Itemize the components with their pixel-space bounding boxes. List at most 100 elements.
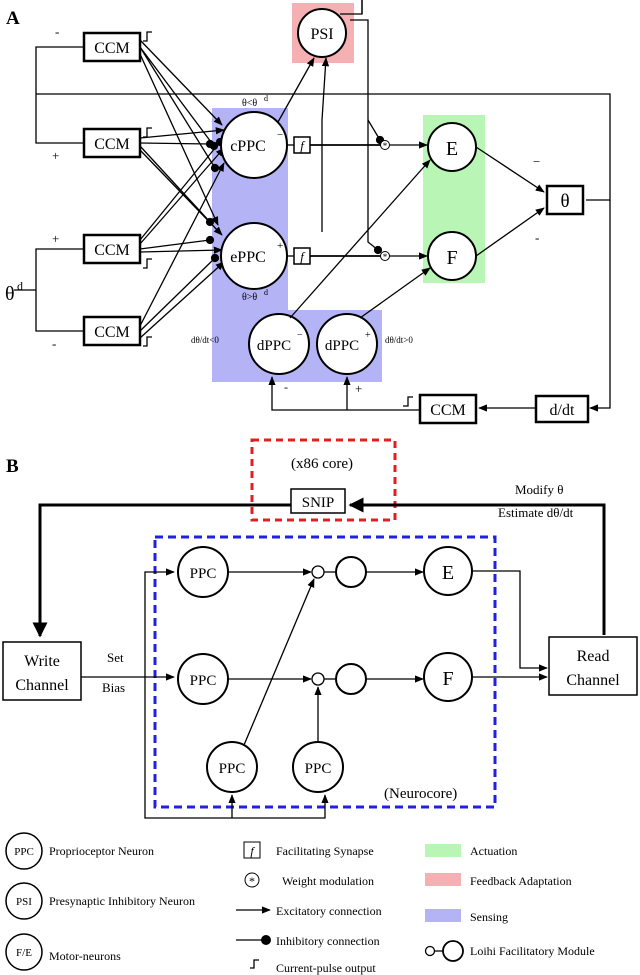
svg-text:Loihi Facilitatory Module: Loihi Facilitatory Module: [470, 944, 595, 958]
psi-to-modulation-top: [367, 119, 385, 145]
loihi-module-top: [311, 556, 367, 588]
write-to-ppc-bottom: [144, 677, 329, 819]
x86-label: (x86 core): [291, 456, 353, 472]
dppc-minus-neuron: dPPC −: [248, 313, 310, 375]
f-neuron-b: F: [423, 652, 473, 702]
svg-text:Facilitating Synapse: Facilitating Synapse: [276, 844, 374, 858]
svg-text:θ<θ: θ<θ: [242, 98, 257, 109]
write-channel-box: Write Channel: [2, 641, 82, 701]
dtheta-neg-label: dθ/dt<0: [191, 335, 219, 345]
svg-text:Weight modulation: Weight modulation: [282, 874, 374, 888]
f-to-theta: [475, 207, 545, 257]
svg-text:CCM: CCM: [94, 242, 130, 259]
svg-text:F: F: [446, 247, 457, 269]
svg-text:d: d: [17, 279, 23, 293]
legend-feedback: Feedback Adaptation: [425, 873, 572, 888]
f-neuron: F: [427, 231, 477, 281]
cppc-to-psi: [277, 57, 315, 123]
dppc-plus-neuron: dPPC +: [316, 313, 378, 375]
dppc-sign-plus: +: [355, 381, 362, 396]
svg-text:θ: θ: [560, 191, 569, 212]
svg-text:Channel: Channel: [566, 672, 620, 689]
estimate-label: Estimate dθ/dt: [498, 505, 574, 520]
svg-text:PPC: PPC: [14, 846, 34, 858]
ppc-neuron-bottom-right: PPC: [292, 741, 344, 793]
legend-ppc: PPC Proprioceptor Neuron: [5, 832, 154, 870]
svg-text:Inhibitory connection: Inhibitory connection: [276, 934, 380, 948]
legend-sensing: Sensing: [425, 909, 508, 924]
set-label: Set: [107, 650, 124, 665]
svg-text:PPC: PPC: [219, 761, 246, 777]
sign-plus-1: +: [52, 148, 59, 163]
snip-to-write: [32, 503, 291, 638]
svg-text:f: f: [300, 249, 306, 264]
ppc-neuron-bottom-left: PPC: [206, 741, 258, 793]
bias-label: Bias: [102, 680, 125, 695]
write-to-ppc-top: [144, 568, 175, 677]
condition-bottom-label: θ>θ d: [242, 288, 268, 303]
read-to-snip: [348, 497, 606, 635]
legend-actuation: Actuation: [425, 844, 517, 858]
ccm-connections: [139, 39, 225, 339]
svg-text:PPC: PPC: [190, 566, 217, 582]
ccm-input-top: [35, 46, 84, 144]
legend: PPC Proprioceptor Neuron PSI Presynaptic…: [5, 832, 595, 975]
sign-minus-2: -: [52, 336, 56, 351]
panel-b-label: B: [6, 456, 19, 477]
svg-text:Write: Write: [24, 653, 60, 670]
svg-text:cPPC: cPPC: [230, 138, 266, 155]
theta-sign-dash: -: [535, 230, 539, 245]
sign-minus-1: -: [55, 24, 59, 39]
sign-plus-2: +: [52, 231, 59, 246]
svg-text:−: −: [277, 129, 283, 141]
psi-to-modulation: [350, 19, 383, 255]
condition-top-label: θ<θ d: [242, 94, 268, 109]
svg-text:Sensing: Sensing: [470, 910, 508, 924]
svg-text:Read: Read: [577, 648, 610, 665]
ccm-box-1: CCM: [82, 31, 142, 63]
read-channel-box: Read Channel: [548, 636, 638, 696]
psi-neuron: PSI: [297, 8, 347, 58]
svg-text:CCM: CCM: [94, 136, 130, 153]
facilitating-synapse-bottom: f: [293, 247, 311, 265]
svg-text:F/E: F/E: [16, 947, 32, 959]
legend-fe: F/E Motor-neurons: [5, 933, 121, 971]
svg-text:SNIP: SNIP: [302, 495, 335, 511]
svg-text:θ: θ: [5, 283, 15, 305]
svg-text:+: +: [365, 330, 371, 341]
svg-text:dPPC: dPPC: [257, 338, 291, 354]
svg-text:CCM: CCM: [94, 40, 130, 57]
svg-text:Channel: Channel: [15, 677, 69, 694]
svg-text:CCM: CCM: [430, 402, 466, 419]
theta-sign-minus: −: [533, 154, 540, 169]
pulse-icon: [143, 31, 152, 347]
svg-text:f: f: [250, 844, 255, 858]
svg-text:*: *: [383, 141, 388, 151]
snip-box: SNIP: [290, 488, 346, 514]
legend-facilitating: f Facilitating Synapse: [243, 841, 374, 859]
theta-to-ddt: [589, 200, 611, 412]
e-neuron: E: [427, 122, 477, 172]
svg-text:Feedback Adaptation: Feedback Adaptation: [470, 874, 572, 888]
svg-text:d/dt: d/dt: [550, 402, 575, 419]
svg-text:Proprioceptor Neuron: Proprioceptor Neuron: [49, 844, 154, 858]
svg-text:θ>θ: θ>θ: [242, 292, 257, 303]
legend-excitatory: Excitatory connection: [236, 904, 382, 918]
theta-d-label: θ d: [5, 279, 23, 305]
dtheta-pos-label: dθ/dt>0: [385, 335, 413, 345]
svg-text:ePPC: ePPC: [230, 249, 266, 266]
neurocore-label: (Neurocore): [384, 786, 457, 802]
svg-text:Actuation: Actuation: [470, 844, 517, 858]
eppc-plus-neuron: ePPC +: [220, 222, 288, 290]
theta-feedback-line: [36, 93, 611, 201]
ccm-box-2: CCM: [82, 127, 142, 159]
ccm-input-bottom: [35, 248, 84, 332]
legend-loihi: Loihi Facilitatory Module: [424, 940, 595, 962]
ppc-neuron-top: PPC: [177, 546, 229, 598]
weight-modulation-top: *: [380, 140, 390, 151]
dppc-minus-to-e: [289, 159, 431, 319]
ddt-box: d/dt: [534, 394, 590, 424]
svg-text:d: d: [264, 288, 268, 297]
modify-label: Modify θ: [515, 482, 563, 497]
